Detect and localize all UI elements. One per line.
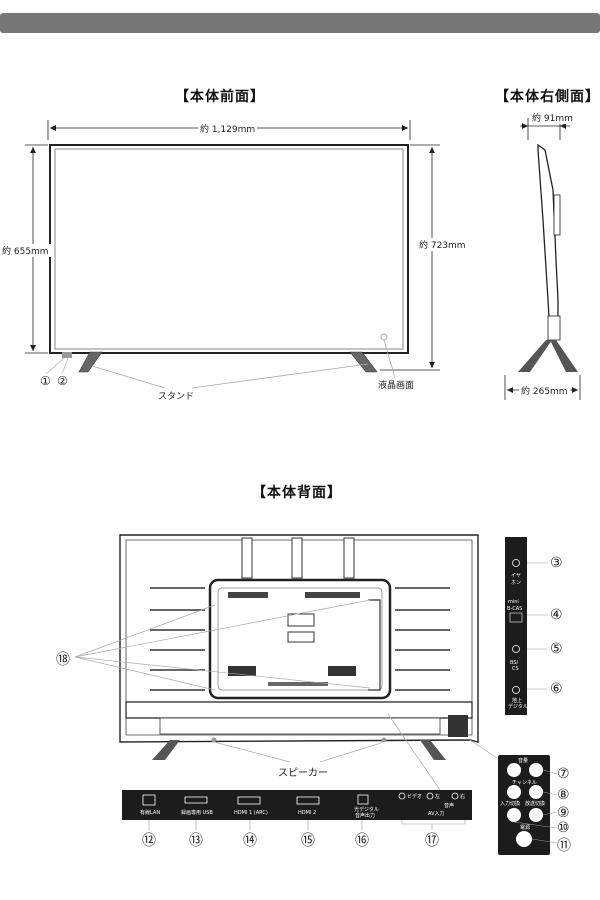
svg-text:BS/: BS/: [510, 660, 519, 666]
callout-2: ②: [57, 374, 68, 388]
callout-4: ④: [550, 607, 563, 623]
callout-13: ⑬: [189, 833, 203, 849]
callout-14: ⑭: [243, 833, 257, 849]
stand-label: スタンド: [158, 392, 195, 402]
svg-text:左: 左: [435, 793, 440, 800]
callout-17: ⑰: [425, 833, 439, 849]
front-heading: 【本体前面】: [175, 89, 265, 105]
total-height-dimension: 約 723mm: [417, 238, 468, 251]
callout-9: ⑨: [557, 805, 570, 821]
top-bar: [0, 13, 600, 33]
svg-text:イヤ: イヤ: [511, 573, 521, 579]
back-heading: 【本体背面】: [252, 485, 342, 501]
speaker-label: スピーカー: [278, 768, 328, 779]
tv-back: [74, 534, 501, 791]
svg-text:電源: 電源: [520, 824, 530, 831]
back-port-panel: 有線LAN 録画専用 USB HDMI 1 (ARC) HDMI 2 光デジタル…: [122, 790, 472, 830]
callout-8: ⑧: [557, 787, 570, 803]
svg-text:HDMI 2: HDMI 2: [298, 810, 316, 816]
callout-12: ⑫: [142, 833, 156, 849]
callout-1: ①: [40, 374, 51, 388]
callout-10: ⑩: [557, 820, 570, 836]
tv-side-view: [518, 143, 578, 372]
svg-text:音声出力: 音声出力: [355, 812, 375, 819]
svg-text:地上: 地上: [512, 697, 522, 704]
total-height-dimension-line: [380, 144, 440, 371]
tv-front: [45, 144, 409, 389]
width-dimension: 約 1,129mm: [198, 122, 258, 135]
callout-7: ⑦: [557, 766, 570, 782]
svg-text:mini: mini: [508, 599, 519, 605]
callout-6: ⑥: [550, 681, 563, 697]
callout-11: ⑪: [557, 838, 571, 854]
svg-text:ビデオ: ビデオ: [407, 793, 422, 800]
svg-text:チャンネル: チャンネル: [512, 780, 537, 786]
height-dimension: 約 655mm: [0, 244, 51, 257]
svg-text:HDMI 1 (ARC): HDMI 1 (ARC): [234, 810, 268, 816]
svg-text:光デジタル: 光デジタル: [354, 806, 379, 813]
svg-text:AV入力: AV入力: [428, 810, 445, 817]
callout-15: ⑮: [301, 833, 315, 849]
callout-5: ⑤: [550, 641, 563, 657]
svg-text:音声: 音声: [444, 802, 454, 809]
svg-text:CS: CS: [512, 666, 519, 672]
control-panel: 音量 チャンネル 入力切換 放送切換 電源: [498, 755, 558, 855]
svg-text:入力切換: 入力切換: [500, 800, 520, 807]
side-depth-base-dimension: 約 265mm: [519, 384, 570, 397]
screen-label: 液晶画面: [378, 381, 415, 391]
svg-text:録画専用 USB: 録画専用 USB: [181, 809, 213, 816]
svg-text:B-CAS: B-CAS: [507, 606, 522, 612]
svg-text:放送切換: 放送切換: [525, 800, 545, 807]
svg-text:デジタル: デジタル: [508, 703, 528, 710]
callout-18: ⑱: [56, 652, 70, 668]
svg-text:有線LAN: 有線LAN: [140, 809, 160, 816]
side-heading: 【本体右側面】: [495, 89, 600, 105]
callout-16: ⑯: [355, 833, 369, 849]
callout-3: ③: [550, 555, 563, 571]
svg-text:右: 右: [460, 793, 465, 800]
svg-text:ホン: ホン: [511, 580, 521, 586]
side-dimension-top: [520, 118, 570, 140]
svg-text:音量: 音量: [518, 757, 528, 764]
side-connector-panel: イヤ ホン mini B-CAS BS/ CS 地上 デジタル: [505, 537, 548, 715]
side-depth-top-dimension: 約 91mm: [530, 111, 575, 124]
